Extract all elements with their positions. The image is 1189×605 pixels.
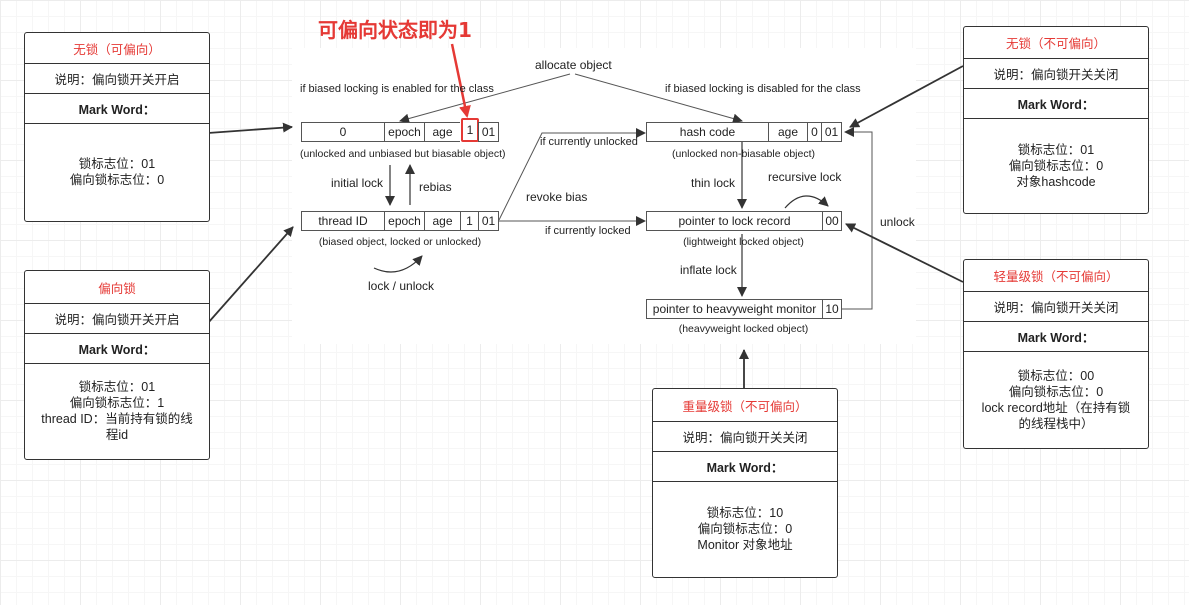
mark-cell-bias-bit: 0 bbox=[807, 122, 822, 142]
card-mark-word-header: Mark Word： bbox=[25, 334, 209, 364]
card-line: 锁标志位：01 bbox=[1017, 142, 1095, 157]
mark-cell-lock-bits: 00 bbox=[822, 211, 842, 231]
card-mark-word-header: Mark Word： bbox=[964, 89, 1148, 119]
card-heavyweight-lock: 重量级锁（不可偏向） 说明：偏向锁开关关闭 Mark Word： 锁标志位：10… bbox=[652, 388, 838, 578]
card-mark-word-header: Mark Word： bbox=[653, 452, 837, 482]
bias-bit-highlight: 1 bbox=[461, 118, 479, 142]
card-mark-word-header: Mark Word： bbox=[964, 322, 1148, 352]
biased-enabled-label: if biased locking is enabled for the cla… bbox=[300, 83, 494, 95]
card-arrow-no-lock-nonbiasable bbox=[849, 65, 964, 128]
mark-cell-age: age bbox=[424, 122, 461, 142]
mark-cell-lock-bits: 01 bbox=[478, 211, 499, 231]
mark-cell-thread-id: thread ID bbox=[301, 211, 385, 231]
card-line: 锁标志位：00 bbox=[1017, 368, 1095, 383]
card-mark-word-body: 锁标志位：00 偏向锁标志位：0 lock record地址（在持有锁 的线程栈… bbox=[964, 352, 1148, 447]
rebias-label: rebias bbox=[419, 180, 452, 194]
card-arrow-no-lock-biasable bbox=[207, 122, 293, 134]
card-mark-word-body: 锁标志位：01 偏向锁标志位：0 bbox=[25, 124, 209, 220]
card-line: 对象hashcode bbox=[1016, 174, 1096, 189]
row1-right-caption: (unlocked non-biasable object) bbox=[671, 148, 815, 160]
card-mark-word-header: Mark Word： bbox=[25, 94, 209, 124]
card-title: 轻量级锁（不可偏向） bbox=[964, 260, 1148, 292]
mark-cell-age: age bbox=[424, 211, 461, 231]
card-mark-word-body: 锁标志位：01 偏向锁标志位：1 thread ID：当前持有锁的线 程id bbox=[25, 364, 209, 458]
card-line: 偏向锁标志位：1 bbox=[69, 396, 165, 410]
if-currently-locked-label: if currently locked bbox=[545, 225, 631, 237]
mark-cell-lock-bits: 10 bbox=[822, 299, 842, 319]
card-lightweight-lock: 轻量级锁（不可偏向） 说明：偏向锁开关关闭 Mark Word： 锁标志位：00… bbox=[963, 259, 1149, 449]
card-line: lock record地址（在持有锁 bbox=[981, 400, 1131, 415]
recursive-lock-label: recursive lock bbox=[768, 170, 842, 184]
row2-left-caption: (biased object, locked or unlocked) bbox=[318, 236, 482, 248]
card-line: 偏向锁标志位：0 bbox=[1008, 158, 1104, 173]
card-line: 偏向锁标志位：0 bbox=[1008, 384, 1104, 399]
card-line: 偏向锁标志位：0 bbox=[69, 173, 165, 187]
card-title: 无锁（可偏向） bbox=[25, 33, 209, 64]
annotation-arrow bbox=[450, 43, 471, 118]
card-description: 说明：偏向锁开关关闭 bbox=[653, 422, 837, 452]
unlock-path bbox=[842, 127, 873, 310]
card-description: 说明：偏向锁开关关闭 bbox=[964, 59, 1148, 89]
allocate-arrow-left bbox=[399, 73, 571, 124]
if-currently-unlocked-label: if currently unlocked bbox=[540, 136, 638, 148]
revoke-bias-label: revoke bias bbox=[526, 190, 588, 204]
mark-cell-lock-bits: 01 bbox=[821, 122, 842, 142]
row2-right-caption: (lightweight locked object) bbox=[683, 236, 804, 248]
initial-lock-label: initial lock bbox=[331, 176, 384, 190]
card-description: 说明：偏向锁开关开启 bbox=[25, 304, 209, 334]
mark-cell-zero: 0 bbox=[301, 122, 385, 142]
card-title: 偏向锁 bbox=[25, 271, 209, 304]
mark-cell-lock-bits: 01 bbox=[478, 122, 499, 142]
mark-cell-bias-bit: 1 bbox=[460, 211, 479, 231]
lock-unlock-label: lock / unlock bbox=[368, 279, 435, 293]
row1-left-caption: (unlocked and unbiased but biasable obje… bbox=[300, 148, 506, 160]
card-no-lock-nonbiasable: 无锁（不可偏向） 说明：偏向锁开关关闭 Mark Word： 锁标志位：01 偏… bbox=[963, 26, 1149, 214]
card-arrow-biased bbox=[207, 226, 294, 324]
mark-cell-monitor-pointer: pointer to heavyweight monitor bbox=[646, 299, 823, 319]
mark-cell-lock-record-pointer: pointer to lock record bbox=[646, 211, 823, 231]
inflate-lock-label: inflate lock bbox=[680, 263, 737, 277]
revoke-unlocked-path bbox=[498, 128, 646, 221]
card-description: 说明：偏向锁开关开启 bbox=[25, 64, 209, 94]
recursive-lock-curve bbox=[784, 195, 829, 209]
card-line: 锁标志位：01 bbox=[78, 380, 156, 394]
card-title: 无锁（不可偏向） bbox=[964, 27, 1148, 59]
card-line: Monitor 对象地址 bbox=[697, 538, 793, 552]
card-line: thread ID：当前持有锁的线 bbox=[41, 412, 193, 426]
allocate-arrow-right bbox=[574, 73, 743, 124]
thin-lock-label: thin lock bbox=[691, 176, 736, 190]
mark-cell-hashcode: hash code bbox=[646, 122, 769, 142]
mark-cell-epoch: epoch bbox=[384, 211, 425, 231]
card-title: 重量级锁（不可偏向） bbox=[653, 389, 837, 422]
lock-unlock-curve bbox=[373, 255, 423, 273]
card-mark-word-body: 锁标志位：01 偏向锁标志位：0 对象hashcode bbox=[964, 119, 1148, 212]
annotation-title: 可偏向状态即为1 bbox=[318, 18, 472, 42]
card-line: 偏向锁标志位：0 bbox=[697, 522, 793, 536]
figure-background bbox=[292, 48, 916, 344]
allocate-object-label: allocate object bbox=[535, 58, 612, 72]
biased-disabled-label: if biased locking is disabled for the cl… bbox=[665, 83, 861, 95]
card-line: 锁标志位：10 bbox=[706, 506, 784, 520]
card-no-lock-biasable: 无锁（可偏向） 说明：偏向锁开关开启 Mark Word： 锁标志位：01 偏向… bbox=[24, 32, 210, 222]
card-biased-lock: 偏向锁 说明：偏向锁开关开启 Mark Word： 锁标志位：01 偏向锁标志位… bbox=[24, 270, 210, 460]
card-line: 锁标志位：01 bbox=[78, 157, 156, 171]
card-arrow-lightweight bbox=[845, 223, 964, 283]
card-line: 程id bbox=[105, 428, 129, 442]
unlock-label: unlock bbox=[880, 215, 915, 229]
card-mark-word-body: 锁标志位：10 偏向锁标志位：0 Monitor 对象地址 bbox=[653, 482, 837, 576]
mark-cell-epoch: epoch bbox=[384, 122, 425, 142]
card-line: 的线程栈中） bbox=[1018, 416, 1094, 431]
mark-cell-age: age bbox=[768, 122, 808, 142]
card-description: 说明：偏向锁开关关闭 bbox=[964, 292, 1148, 322]
row3-right-caption: (heavyweight locked object) bbox=[678, 323, 809, 335]
